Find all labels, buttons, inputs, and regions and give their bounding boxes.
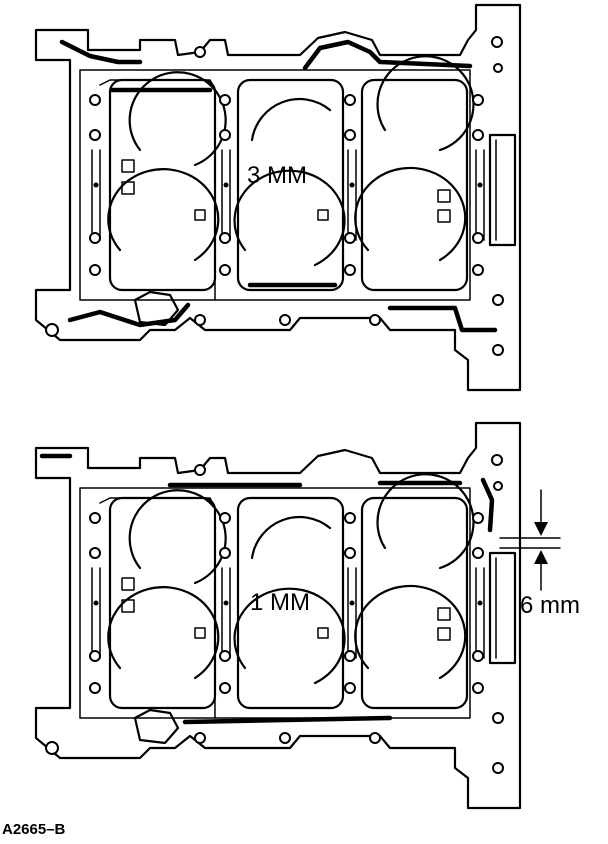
dimension-label: 6 mm: [520, 592, 580, 619]
top-gasket-plate: [34, 3, 522, 392]
top-sealant-bottom-left: [67, 302, 191, 328]
top-sealant-bottom-right: [387, 305, 498, 333]
bottom-sealant-right: [480, 477, 495, 533]
top-sealant-left: [59, 39, 143, 65]
dimension-indicator: [499, 489, 561, 591]
bottom-bead-width-label: 1 MM: [250, 589, 310, 616]
figure-id: A2665–B: [2, 821, 66, 838]
bottom-gasket-plate: [34, 421, 522, 810]
bottom-sealant-bottom: [182, 715, 393, 725]
top-bead-width-label: 3 MM: [247, 162, 307, 189]
top-sealant-top: [302, 39, 473, 71]
